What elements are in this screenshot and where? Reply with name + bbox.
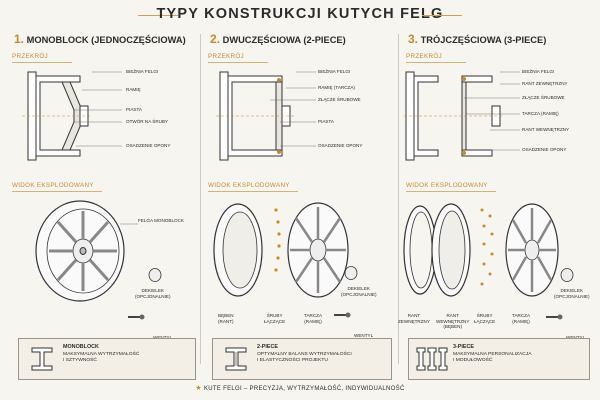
- label-bolts: ŚRUBY ŁĄCZĄCE: [474, 313, 496, 324]
- label-face: TARCZA (RAMIĘ): [512, 313, 531, 324]
- label-valve: WENTYL: [354, 333, 374, 338]
- label-face: TARCZA (RAMIĘ): [522, 111, 559, 116]
- section-rule: [208, 191, 298, 192]
- valve-stem: [128, 314, 145, 320]
- cross-section-monoblock: [22, 71, 92, 161]
- box-title: 2-PIECE: [257, 344, 278, 350]
- cross-section-three-piece: [404, 71, 504, 161]
- column-title: MONOBLOCK (JEDNOCZĘŚCIOWA): [26, 35, 186, 45]
- i-beam-icon: [31, 347, 53, 371]
- column-two-piece: 2. DWUCZĘŚCIOWA (2-PIECE) PRZEKRÓJ BIEŻN…: [204, 30, 396, 380]
- label-valve: WENTYL: [566, 335, 585, 341]
- section-cross: PRZEKRÓJ: [12, 53, 48, 60]
- label-outer-lip: RANT ZEWNĘTRZNY: [398, 313, 430, 324]
- footer: ★ KUTE FELGI – PRECYZJA, WYTRZYMAŁOŚĆ, I…: [0, 384, 600, 392]
- face-disc: [505, 203, 559, 297]
- label-bolt-joint: ZŁĄCZE ŚRUBOWE: [318, 97, 361, 102]
- section-exploded: WIDOK EKSPLODOWANY: [208, 182, 290, 189]
- section-exploded: WIDOK EKSPLODOWANY: [406, 182, 488, 189]
- monoblock-wheel: [35, 200, 138, 302]
- center-cap: [344, 266, 358, 280]
- label-outer-lip: RANT ZEWNĘTRZNY: [522, 81, 568, 86]
- column-divider: [398, 34, 399, 364]
- face-disc: [287, 202, 349, 298]
- box-description: OPTYMALNY BALANS WYTRZYMAŁOŚCI I ELASTYC…: [257, 352, 352, 364]
- label-bolts: ŚRUBY ŁĄCZĄCE: [264, 313, 286, 324]
- leader-lines: [464, 71, 520, 151]
- footer-text: KUTE FELGI – PRECYZJA, WYTRZYMAŁOŚĆ, IND…: [203, 386, 405, 392]
- cross-section-two-piece: [216, 71, 296, 161]
- label-hub: PIASTA: [318, 119, 334, 124]
- page-title: TYPY KONSTRUKCJI KUTYCH FELG: [156, 6, 444, 22]
- section-rule: [12, 62, 72, 63]
- label-monoblock-wheel: FELGA MONOBLOCK: [138, 218, 184, 223]
- rim-barrel: [35, 75, 81, 157]
- label-rim-bed: BIEŻNIA FELGI: [522, 69, 555, 74]
- box-description: MAKSYMALNA WYTRZYMAŁOŚĆ I SZTYWNOŚĆ: [63, 352, 140, 364]
- section-rule: [208, 62, 268, 63]
- column-monoblock: 1. MONOBLOCK (JEDNOCZĘŚCIOWA) PRZEKRÓJ B…: [8, 30, 198, 380]
- valve-stem: [334, 312, 351, 318]
- column-number: 3.: [408, 32, 419, 46]
- section-rule: [12, 191, 102, 192]
- column-divider: [200, 34, 201, 364]
- center-cap: [148, 268, 162, 282]
- spoke-profile: [61, 81, 83, 151]
- label-center-cap: DEKIELEK (OPCJONALNIE): [341, 286, 377, 297]
- bolts: [274, 208, 281, 272]
- column-three-piece: 3. TRÓJCZĘŚCIOWA (3-PIECE) PRZEKRÓJ BIEŻ…: [398, 30, 596, 380]
- star-icon: ★: [195, 385, 202, 392]
- label-inner-barrel: RANT WEWNĘTRZNY (BĘBEN): [436, 313, 470, 330]
- barrel-rim: [213, 203, 263, 297]
- column-heading: 1. MONOBLOCK (JEDNOCZĘŚCIOWA): [14, 32, 186, 46]
- three-piece-icon: [416, 347, 448, 371]
- label-bolt-hole: OTWÓR NA ŚRUBY: [126, 119, 169, 124]
- label-barrel: BĘBEN (RANT): [218, 313, 234, 324]
- column-title: TRÓJCZĘŚCIOWA (3-PIECE): [420, 35, 547, 45]
- label-rim-bed: BIEŻNIA FELGI: [318, 69, 351, 74]
- label-face: RAMIĘ (TARCZA): [318, 85, 355, 90]
- label-spoke: RAMIĘ: [126, 87, 141, 92]
- section-cross: PRZEKRÓJ: [208, 53, 244, 60]
- label-center-cap: DEKIELEK (OPCJONALNIE): [135, 288, 171, 299]
- label-rim-bed: BIEŻNIA FELGI: [126, 69, 159, 74]
- two-piece-icon: [225, 347, 247, 371]
- column-number: 1.: [14, 32, 25, 46]
- label-hub: PIASTA: [126, 107, 142, 112]
- section-rule: [406, 191, 496, 192]
- title-rule-left: [138, 15, 178, 16]
- valve-stem: [546, 314, 563, 320]
- bolts: [480, 208, 494, 286]
- summary-box-monoblock: MONOBLOCK MAKSYMALNA WYTRZYMAŁOŚĆ I SZTY…: [18, 338, 196, 380]
- column-title: DWUCZĘŚCIOWA (2-PIECE): [222, 35, 346, 45]
- label-tire-seat: OSADZENIE OPONY: [126, 143, 171, 148]
- inner-barrel-ring: [431, 203, 471, 297]
- section-rule: [406, 62, 466, 63]
- box-title: MONOBLOCK: [63, 344, 99, 350]
- box-title: 3-PIECE: [453, 344, 474, 350]
- title-rule-right: [422, 15, 462, 16]
- label-tire-seat: OSADZENIE OPONY: [522, 147, 567, 152]
- box-description: MAKSYMALNA PERSONALIZACJA I MODUŁOWOŚĆ: [453, 352, 532, 364]
- label-bolt-joint: ZŁĄCZE ŚRUBOWE: [522, 95, 565, 100]
- outer-lip-ring: [403, 205, 437, 295]
- column-heading: 2. DWUCZĘŚCIOWA (2-PIECE): [210, 32, 346, 46]
- column-heading: 3. TRÓJCZĘŚCIOWA (3-PIECE): [408, 32, 546, 46]
- summary-box-two-piece: 2-PIECE OPTYMALNY BALANS WYTRZYMAŁOŚCI I…: [212, 338, 392, 380]
- label-tire-seat: OSADZENIE OPONY: [318, 143, 363, 148]
- label-face: TARCZA (RAMIĘ): [304, 313, 323, 324]
- center-cap: [560, 268, 574, 282]
- column-number: 2.: [210, 32, 221, 46]
- summary-box-three-piece: 3-PIECE MAKSYMALNA PERSONALIZACJA I MODU…: [408, 338, 590, 380]
- label-center-cap: DEKIELEK (OPCJONALNIE): [554, 288, 590, 299]
- leader-lines: [270, 71, 316, 147]
- label-valve: WENTYL: [153, 335, 172, 341]
- label-inner-barrel: RANT WEWNĘTRZNY: [522, 127, 570, 132]
- section-cross: PRZEKRÓJ: [406, 53, 442, 60]
- leader-lines: [74, 71, 122, 147]
- section-exploded: WIDOK EKSPLODOWANY: [12, 182, 94, 189]
